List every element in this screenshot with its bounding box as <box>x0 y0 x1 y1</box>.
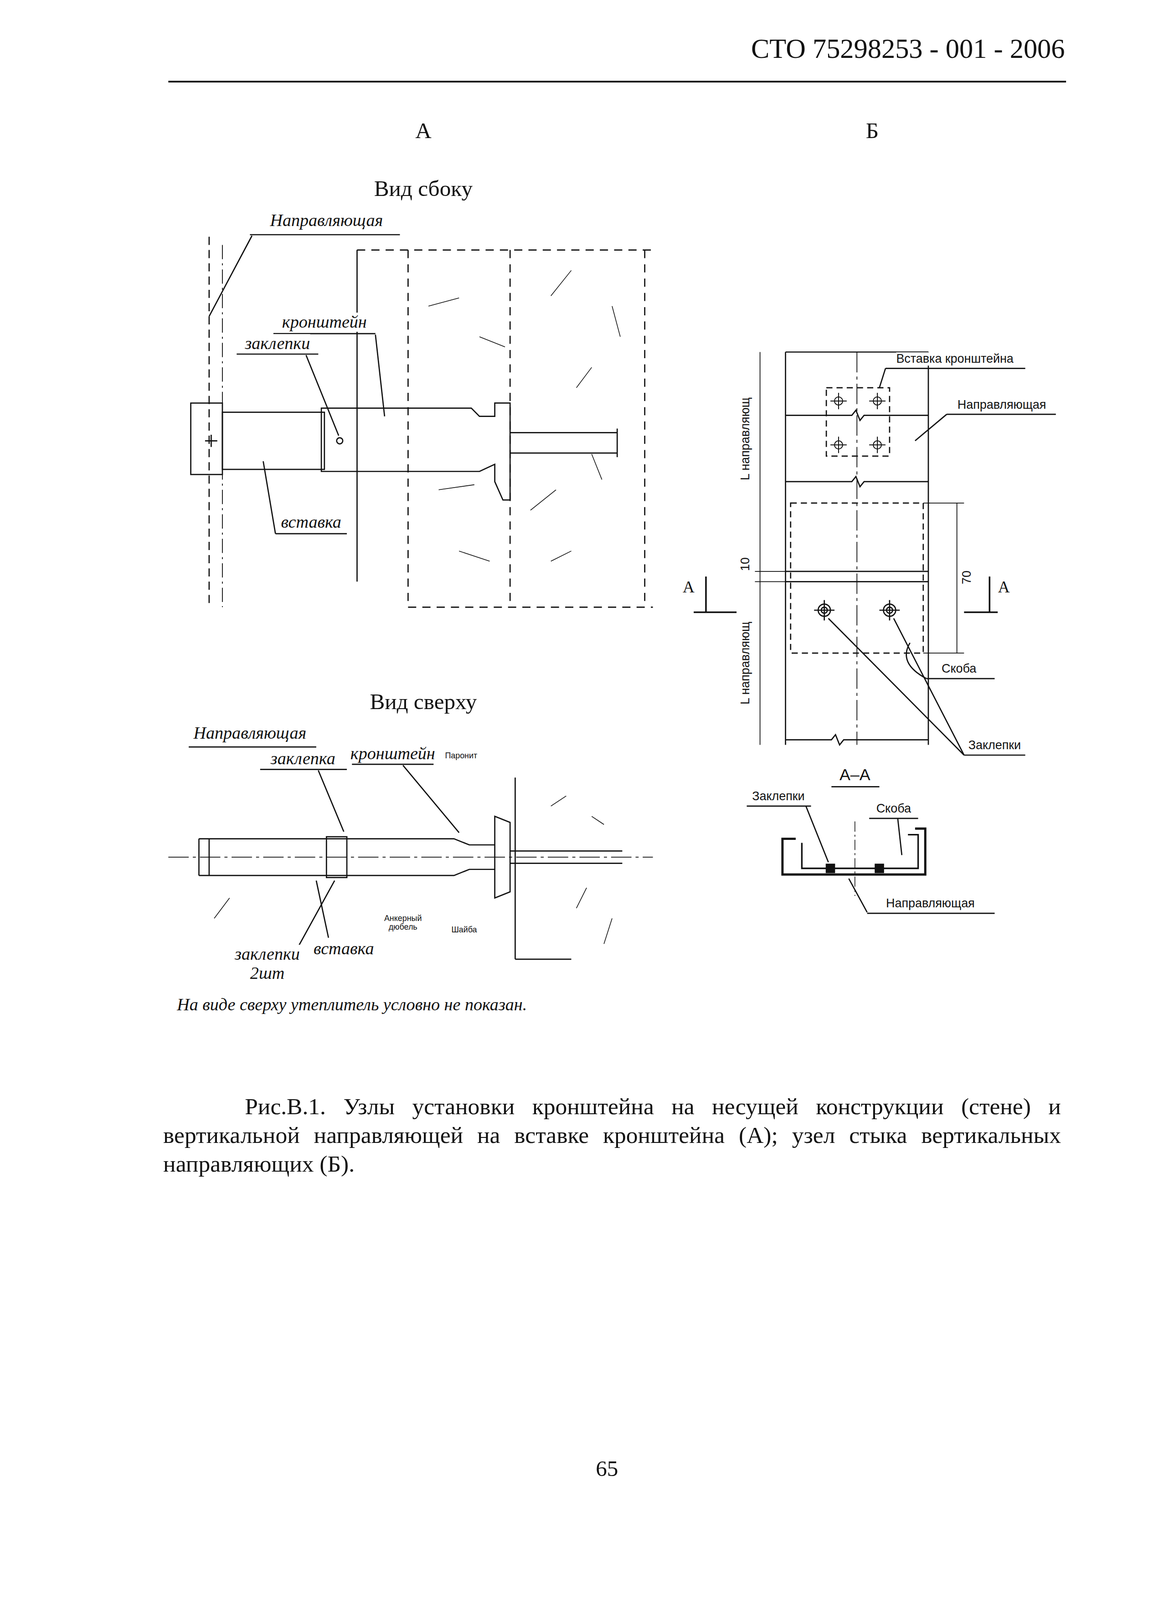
view-title: Вид сбоку <box>374 176 473 201</box>
part-label: кронштейн <box>282 312 367 332</box>
part-label: Скоба <box>876 802 912 816</box>
part-label: Направляющая <box>885 896 975 911</box>
part-label: кронштейн <box>350 744 436 764</box>
dimension-label: 10 <box>739 557 753 572</box>
part-label: Направляющая <box>957 398 1047 413</box>
part-label: Шайба <box>451 926 477 936</box>
part-label: Паронит <box>444 751 478 761</box>
drawing-note: На виде сверху утеплитель условно не пок… <box>176 995 527 1015</box>
section-mark: А <box>998 578 1010 597</box>
part-label: вставка <box>281 512 342 532</box>
dimension-label: L направляющ <box>739 621 753 705</box>
part-label: Заклепки <box>968 739 1021 753</box>
document-code: СТО 75298253 - 001 - 2006 <box>751 33 1066 64</box>
part-label: вставка <box>313 939 374 959</box>
figure-caption: Рис.В.1. Узлы установки кронштейна на не… <box>163 1092 1061 1179</box>
view-letter: Б <box>865 118 879 143</box>
part-label: заклепка <box>270 749 336 769</box>
part-label: заклепки <box>244 334 310 354</box>
section-title: А–А <box>839 766 871 785</box>
view-title: Вид сверху <box>369 689 477 715</box>
dimension-label: L направляющ <box>739 397 753 481</box>
part-label: Направляющая <box>269 211 383 231</box>
section-mark: А <box>682 578 695 597</box>
part-label: Анкерный дюбель <box>379 914 427 933</box>
part-label: Заклепки <box>751 789 805 804</box>
page-number: 65 <box>595 1456 619 1482</box>
part-label: заклепки 2шт <box>230 944 304 984</box>
part-label: Направляющая <box>193 723 307 743</box>
dimension-label: 70 <box>960 570 974 585</box>
part-label: Скоба <box>941 662 977 677</box>
view-letter: А <box>415 118 432 143</box>
part-label: Вставка кронштейна <box>896 352 1014 366</box>
